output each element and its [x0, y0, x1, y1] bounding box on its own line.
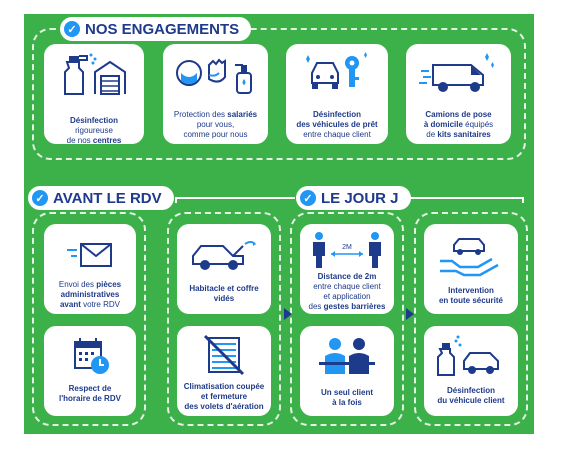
jour-card-distance: 2M Distance de 2m entre chaque client et… — [300, 224, 394, 314]
engagement-card-vehicules-pret: Désinfection des véhicules de prêt entre… — [286, 44, 388, 144]
spray-car-icon — [434, 332, 508, 380]
jour-title-text: LE JOUR J — [321, 189, 399, 207]
avant-1-line3-bold: avant — [59, 300, 81, 309]
jour-card-habitacle: Habitacle et coffre vidés — [177, 224, 271, 314]
engagement-4-line2-regular: équipés — [462, 120, 494, 129]
engagement-4-line3: de — [426, 130, 438, 139]
jour-tick-right — [522, 197, 524, 203]
jour-tick-left — [175, 197, 177, 203]
check-icon: ✓ — [64, 21, 80, 37]
avant-card-horaire: Respect de l'horaire de RDV — [44, 326, 136, 416]
engagement-card-protection-salaries: Protection des salariés pour vous, comme… — [163, 44, 268, 144]
engagement-card-disinfection-centres: Désinfection rigoureuse de nos centres — [44, 44, 144, 145]
engagement-1-line2: rigoureuse — [75, 126, 113, 135]
jour-3-line3: et application — [323, 292, 371, 301]
hand-car-icon — [436, 230, 506, 278]
spray-garage-icon — [59, 50, 129, 96]
engagement-2-line1: Protection des — [173, 110, 228, 119]
jour-5-line2: en toute sécurité — [438, 296, 503, 305]
engagement-3-line2: des véhicules de prêt — [296, 120, 378, 129]
avant-title-text: AVANT LE RDV — [53, 189, 162, 207]
engagement-1-line1: Désinfection — [69, 116, 118, 125]
avant-frame — [32, 212, 146, 426]
jour-2-line1: Climatisation coupée — [183, 382, 265, 391]
check-icon: ✓ — [300, 190, 316, 206]
one-client-icon — [317, 332, 377, 380]
arrow-right-icon — [406, 308, 414, 320]
jour-line-right — [392, 197, 524, 199]
engagement-4-line2: à domicile — [423, 120, 463, 129]
car-key-icon — [302, 50, 372, 98]
jour-4-line1: Un seul client — [320, 388, 373, 397]
engagement-3-line1: Désinfection — [312, 110, 361, 119]
avant-2-line1: Respect de — [68, 384, 112, 393]
engagement-4-line1: Camions de pose — [425, 110, 492, 119]
car-open-trunk-icon — [189, 230, 259, 278]
jour-3-line4: des — [308, 302, 324, 311]
avant-2-line2: l'horaire de RDV — [59, 394, 121, 403]
engagement-1-line3: de nos — [66, 136, 93, 145]
avant-1-line1: Envoi des — [58, 280, 97, 289]
engagements-title-text: NOS ENGAGEMENTS — [85, 20, 240, 38]
jour-frame-col3 — [414, 212, 528, 426]
engagement-4-line3-bold: kits sanitaires — [437, 130, 491, 139]
avant-title: ✓ AVANT LE RDV — [28, 186, 174, 210]
avant-1-line1-bold: pièces — [96, 280, 122, 289]
jour-title: ✓ LE JOUR J — [296, 186, 411, 210]
jour-6-line1: Désinfection — [446, 386, 495, 395]
avant-1-line3: votre RDV — [80, 300, 120, 309]
calendar-clock-icon — [65, 332, 115, 380]
jour-card-desinfection-vehicule: Désinfection du véhicule client — [424, 326, 518, 416]
jour-3-line1: Distance de 2m — [317, 272, 377, 281]
engagement-card-camions-pose: Camions de pose à domicile équipés de ki… — [406, 44, 511, 144]
arrow-right-icon — [284, 308, 292, 320]
mask-gloves-gel-icon — [173, 50, 259, 98]
jour-1-line2: vidés — [213, 294, 235, 303]
avant-1-line2: administratives — [60, 290, 120, 299]
distance-people-icon: 2M — [307, 230, 387, 270]
envelope-icon — [65, 230, 115, 278]
jour-5-line1: Intervention — [448, 286, 494, 295]
jour-3-line4-bold: gestes barrières — [323, 302, 386, 311]
engagement-1-line3-bold: centres — [92, 136, 122, 145]
jour-frame-col1 — [167, 212, 281, 426]
jour-1-line1: Habitacle et coffre — [189, 284, 259, 293]
jour-card-seul-client: Un seul client à la fois — [300, 326, 394, 416]
jour-card-intervention: Intervention en toute sécurité — [424, 224, 518, 314]
engagements-frame — [32, 28, 526, 160]
jour-3-line2: entre chaque client — [313, 282, 381, 291]
jour-4-line2: à la fois — [332, 398, 362, 407]
engagement-2-line3: comme pour nous — [183, 130, 248, 139]
vent-off-icon — [199, 332, 249, 380]
jour-card-climatisation: Climatisation coupée et fermeture des vo… — [177, 326, 271, 416]
van-icon — [418, 50, 499, 98]
distance-label: 2M — [342, 244, 352, 251]
avant-card-pieces: Envoi des pièces administratives avant v… — [44, 224, 136, 314]
jour-2-line3: des volets d'aération — [184, 402, 264, 411]
engagement-2-line1-bold: salariés — [227, 110, 258, 119]
check-icon: ✓ — [32, 190, 48, 206]
jour-6-line2: du véhicule client — [437, 396, 505, 405]
engagements-title: ✓ NOS ENGAGEMENTS — [60, 17, 252, 41]
engagement-3-line3: entre chaque client — [303, 130, 371, 139]
jour-2-line2: et fermeture — [200, 392, 248, 401]
engagement-2-line2: pour vous, — [196, 120, 235, 129]
jour-line-left — [175, 197, 295, 199]
